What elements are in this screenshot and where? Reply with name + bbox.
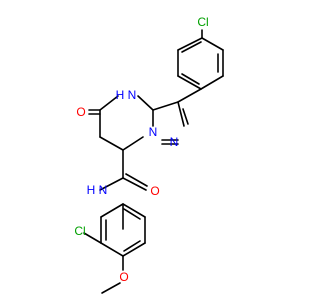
atom-label-n: N — [149, 125, 158, 139]
atom-label-n: N — [170, 135, 179, 149]
bond — [122, 242, 146, 257]
bond — [181, 41, 202, 53]
bond — [99, 95, 119, 111]
bond — [177, 37, 203, 51]
bond — [177, 88, 202, 103]
atom-label-o: O — [119, 270, 128, 284]
bond — [100, 242, 124, 257]
atom-label-o: O — [76, 105, 85, 119]
bond — [122, 177, 147, 191]
bond — [181, 73, 200, 85]
bond — [137, 95, 154, 111]
bond — [177, 101, 185, 127]
atom-label-n: N — [99, 183, 108, 197]
molecule-structure: Cl H N O N N O H N Cl O — [74, 15, 224, 294]
bond — [123, 240, 141, 252]
bond — [83, 232, 102, 244]
atom-label-cl: Cl — [74, 224, 85, 238]
atom-label-layer: Cl H N O N N O H N Cl O — [74, 15, 208, 284]
bond — [182, 108, 189, 125]
atom-label-o: O — [150, 184, 159, 198]
bond — [122, 136, 144, 151]
bond — [100, 203, 124, 218]
bond — [122, 203, 146, 218]
bond — [201, 37, 224, 51]
bond — [123, 208, 141, 220]
atom-label-n: N — [128, 88, 137, 102]
bond — [152, 101, 179, 111]
bond — [125, 173, 148, 187]
bond — [200, 75, 224, 90]
bond — [177, 75, 202, 90]
atom-label-cl: Cl — [197, 15, 208, 29]
bond — [99, 177, 124, 191]
bond — [101, 282, 121, 294]
bond-layer — [83, 29, 224, 294]
atom-label-h: H — [116, 88, 125, 102]
bond — [99, 136, 124, 151]
atom-label-h: H — [87, 183, 96, 197]
